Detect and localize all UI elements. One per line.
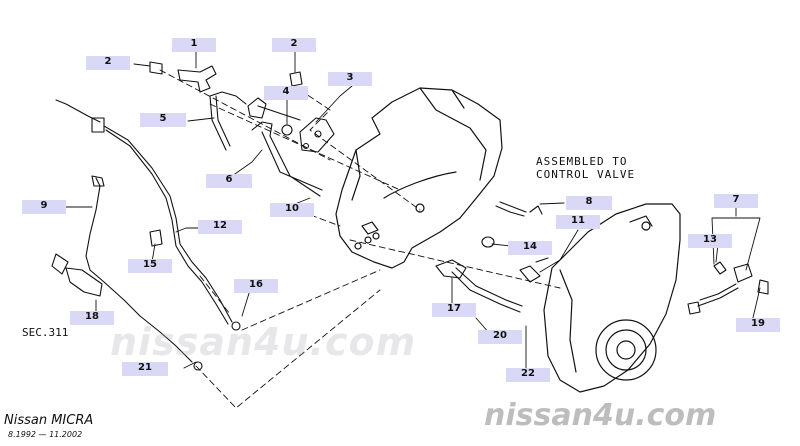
production-dates: 8.1992 — 11.2002	[8, 430, 83, 439]
note-line-2: CONTROL VALVE	[536, 168, 636, 181]
callout-2b: 2	[272, 38, 316, 52]
callout-21: 21	[122, 362, 168, 376]
callout-3: 3	[328, 72, 372, 86]
callout-10: 10	[270, 203, 314, 217]
parts	[51, 61, 769, 371]
note-assembled: ASSEMBLED TO CONTROL VALVE	[536, 155, 635, 181]
callout-14: 14	[508, 241, 552, 255]
callout-19: 19	[736, 318, 780, 332]
leader-lines	[63, 51, 761, 371]
callout-4: 4	[264, 86, 308, 100]
callout-13: 13	[688, 234, 732, 248]
callout-22: 22	[506, 368, 550, 382]
note-line-1: ASSEMBLED TO	[536, 155, 628, 168]
callout-11: 11	[556, 215, 600, 229]
callout-2a: 2	[86, 56, 130, 70]
callout-6: 6	[206, 174, 252, 188]
alignment-lines	[159, 69, 561, 409]
section-reference: SEC.311	[22, 326, 69, 339]
callout-17: 17	[432, 303, 476, 317]
converter-housing	[543, 203, 681, 393]
callout-15: 15	[128, 259, 172, 273]
transmission-case	[335, 87, 503, 269]
callout-9: 9	[22, 200, 66, 214]
callout-12: 12	[198, 220, 242, 234]
callout-7: 7	[714, 194, 758, 208]
callout-5: 5	[140, 113, 186, 127]
watermark-center: nissan4u.com	[110, 320, 417, 364]
callout-20: 20	[478, 330, 522, 344]
callout-8: 8	[566, 196, 612, 210]
callout-18: 18	[70, 311, 114, 325]
watermark-corner: nissan4u.com	[484, 398, 717, 433]
callout-16: 16	[234, 279, 278, 293]
callout-1: 1	[172, 38, 216, 52]
model-name: Nissan MICRA	[4, 413, 94, 428]
